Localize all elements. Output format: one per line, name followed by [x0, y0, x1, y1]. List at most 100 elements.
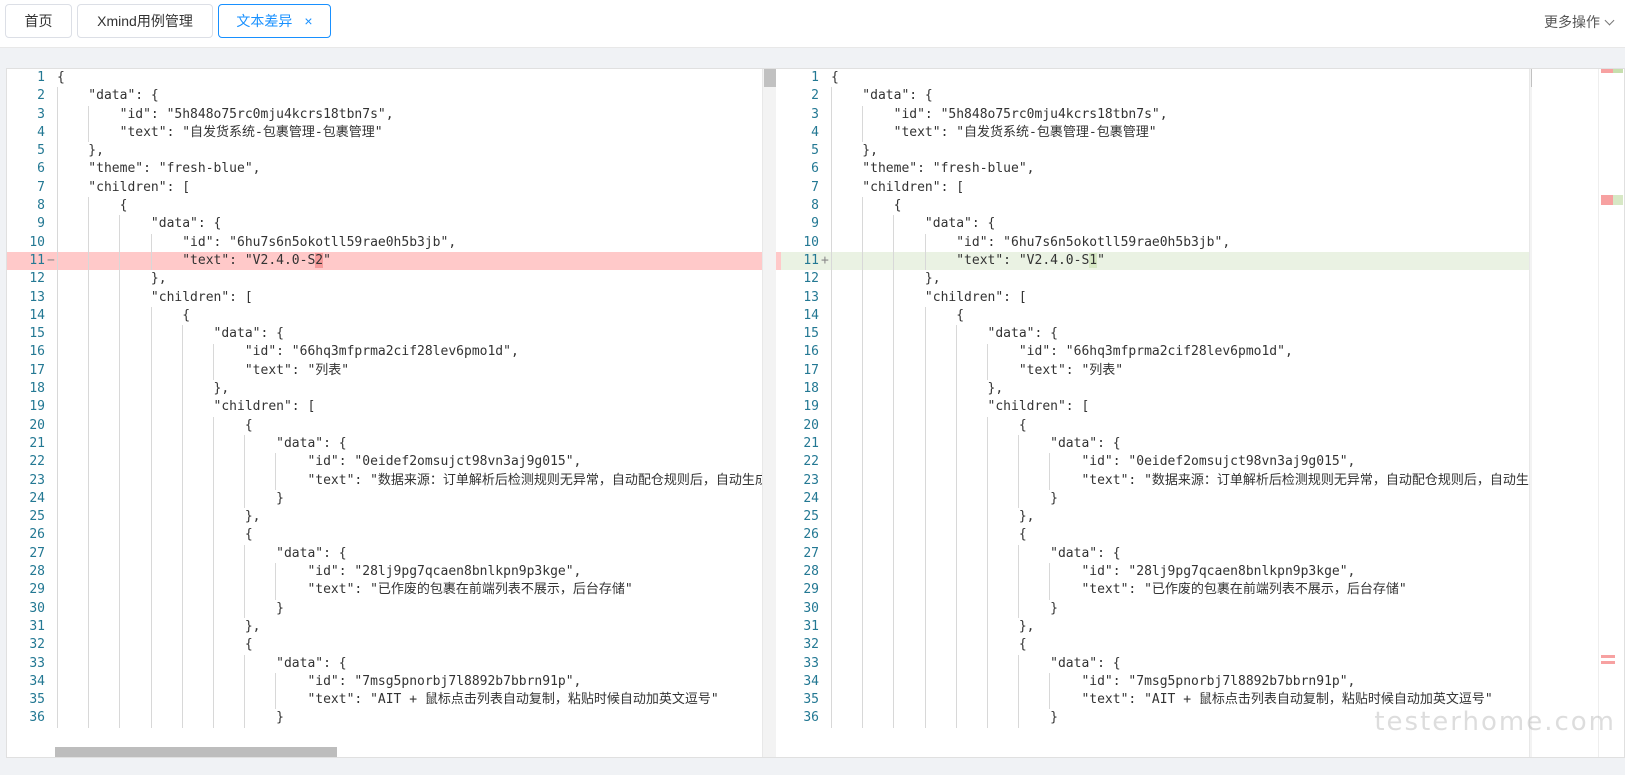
code-line[interactable]: 7 "children": [ [7, 179, 781, 197]
tab-text-diff[interactable]: 文本差异 × [218, 4, 331, 38]
code-line[interactable]: 27 "data": { [7, 545, 781, 563]
modified-code-lines: 1{2 "data": {3 "id": "5h848o75rc0mju4kcr… [781, 69, 1532, 728]
code-line[interactable]: 26 { [7, 526, 781, 544]
code-line[interactable]: 17 "text": "列表" [781, 362, 1532, 380]
code-line[interactable]: 20 { [781, 417, 1532, 435]
code-line[interactable]: 1{ [781, 69, 1532, 87]
code-text: { [57, 307, 191, 323]
code-line[interactable]: 31 }, [7, 618, 781, 636]
code-line[interactable]: 9 "data": { [7, 215, 781, 233]
code-line[interactable]: 15 "data": { [781, 325, 1532, 343]
code-line[interactable]: 22 "id": "0eidef2omsujct98vn3aj9g015", [781, 453, 1532, 471]
code-line[interactable]: 3 "id": "5h848o75rc0mju4kcrs18tbn7s", [781, 106, 1532, 124]
code-line[interactable]: 8 { [781, 197, 1532, 215]
code-line[interactable]: 3 "id": "5h848o75rc0mju4kcrs18tbn7s", [7, 106, 781, 124]
tab-xmind-case-management[interactable]: Xmind用例管理 [77, 4, 213, 38]
code-line[interactable]: 16 "id": "66hq3mfprma2cif28lev6pmo1d", [7, 343, 781, 361]
code-line[interactable]: 19 "children": [ [781, 398, 1532, 416]
code-line[interactable]: 5 }, [7, 142, 781, 160]
code-line[interactable]: 19 "children": [ [7, 398, 781, 416]
code-text: "text": "数据来源：订单解析后检测规则无异常，自动配仓规则后，自动生成 [57, 472, 768, 488]
code-line[interactable]: 4 "text": "自发货系统-包裹管理-包裹管理" [7, 124, 781, 142]
code-line[interactable]: 10 "id": "6hu7s6n5okotll59rae0h5b3jb", [7, 234, 781, 252]
line-number: 23 [29, 472, 45, 488]
code-line[interactable]: 5 }, [781, 142, 1532, 160]
code-line[interactable]: 35 "text": "AIT + 鼠标点击列表自动复制，粘贴时候自动加英文逗号… [7, 691, 781, 709]
code-line[interactable]: 6 "theme": "fresh-blue", [7, 160, 781, 178]
code-line[interactable]: 33 "data": { [781, 655, 1532, 673]
original-pane[interactable]: 1{2 "data": {3 "id": "5h848o75rc0mju4kcr… [7, 69, 781, 757]
more-actions-dropdown[interactable]: 更多操作 [1544, 12, 1615, 32]
code-line[interactable]: 23 "text": "数据来源：订单解析后检测规则无异常，自动配仓规则后，自动… [781, 472, 1532, 490]
code-line[interactable]: 24 } [7, 490, 781, 508]
code-line[interactable]: 32 { [781, 636, 1532, 654]
code-line[interactable]: 2 "data": { [7, 87, 781, 105]
code-line[interactable]: 28 "id": "28lj9pg7qcaen8bnlkpn9p3kge", [7, 563, 781, 581]
diff-overview-ruler[interactable] [1598, 69, 1624, 757]
vertical-scrollbar[interactable] [1529, 69, 1532, 757]
code-line[interactable]: 13 "children": [ [7, 289, 781, 307]
code-line[interactable]: 1{ [7, 69, 781, 87]
code-line[interactable]: 18 }, [7, 380, 781, 398]
horizontal-scrollbar[interactable] [55, 747, 767, 757]
code-line[interactable]: 35 "text": "AIT + 鼠标点击列表自动复制，粘贴时候自动加英文逗号… [781, 691, 1532, 709]
code-line[interactable]: 21 "data": { [7, 435, 781, 453]
code-line[interactable]: 26 { [781, 526, 1532, 544]
code-line[interactable]: 30 } [781, 600, 1532, 618]
code-line[interactable]: 6 "theme": "fresh-blue", [781, 160, 1532, 178]
code-line[interactable]: 36 } [7, 709, 781, 727]
line-number: 28 [29, 564, 45, 580]
vertical-scroll-thumb[interactable] [1531, 69, 1532, 87]
vertical-scrollbar[interactable] [762, 69, 776, 757]
code-line[interactable]: 16 "id": "66hq3mfprma2cif28lev6pmo1d", [781, 343, 1532, 361]
code-line[interactable]: 25 }, [7, 508, 781, 526]
indent-guide [244, 654, 246, 728]
indent-guide [88, 197, 90, 728]
code-line[interactable]: 28 "id": "28lj9pg7qcaen8bnlkpn9p3kge", [781, 563, 1532, 581]
deleted-line[interactable]: 11− "text": "V2.4.0-S2" [7, 251, 781, 271]
code-line[interactable]: 14 { [7, 307, 781, 325]
modified-pane[interactable]: 1{2 "data": {3 "id": "5h848o75rc0mju4kcr… [781, 69, 1532, 757]
vertical-scroll-thumb[interactable] [764, 69, 776, 87]
code-line[interactable]: 18 }, [781, 380, 1532, 398]
code-text: { [57, 417, 253, 433]
code-line[interactable]: 34 "id": "7msg5pnorbj7l8892b7bbrn91p", [7, 673, 781, 691]
code-line[interactable]: 7 "children": [ [781, 179, 1532, 197]
code-line[interactable]: 24 } [781, 490, 1532, 508]
code-line[interactable]: 29 "text": "已作废的包裹在前端列表不展示，后台存储" [781, 581, 1532, 599]
code-line[interactable]: 22 "id": "0eidef2omsujct98vn3aj9g015", [7, 453, 781, 471]
code-line[interactable]: 29 "text": "已作废的包裹在前端列表不展示，后台存储" [7, 581, 781, 599]
code-line[interactable]: 8 { [7, 197, 781, 215]
code-line[interactable]: 14 { [781, 307, 1532, 325]
code-line[interactable]: 9 "data": { [781, 215, 1532, 233]
line-number: 4 [37, 124, 45, 140]
code-line[interactable]: 34 "id": "7msg5pnorbj7l8892b7bbrn91p", [781, 673, 1532, 691]
code-line[interactable]: 36 } [781, 709, 1532, 727]
added-line[interactable]: 11+ "text": "V2.4.0-S1" [781, 251, 1532, 271]
tab-home[interactable]: 首页 [5, 4, 72, 38]
horizontal-scroll-thumb[interactable] [55, 747, 337, 757]
code-line[interactable]: 21 "data": { [781, 435, 1532, 453]
code-line[interactable]: 32 { [7, 636, 781, 654]
close-icon[interactable]: × [304, 13, 313, 29]
code-line[interactable]: 4 "text": "自发货系统-包裹管理-包裹管理" [781, 124, 1532, 142]
code-line[interactable]: 13 "children": [ [781, 289, 1532, 307]
code-line[interactable]: 2 "data": { [781, 87, 1532, 105]
code-line[interactable]: 12 }, [7, 270, 781, 288]
code-line[interactable]: 17 "text": "列表" [7, 362, 781, 380]
code-line[interactable]: 23 "text": "数据来源：订单解析后检测规则无异常，自动配仓规则后，自动… [7, 472, 781, 490]
code-line[interactable]: 25 }, [781, 508, 1532, 526]
line-number: 16 [803, 344, 819, 360]
line-number: 36 [803, 710, 819, 726]
code-line[interactable]: 27 "data": { [781, 545, 1532, 563]
code-line[interactable]: 10 "id": "6hu7s6n5okotll59rae0h5b3jb", [781, 234, 1532, 252]
line-number: 6 [811, 161, 819, 177]
code-line[interactable]: 33 "data": { [7, 655, 781, 673]
code-line[interactable]: 31 }, [781, 618, 1532, 636]
indent-guide [1049, 563, 1051, 600]
code-line[interactable]: 12 }, [781, 270, 1532, 288]
code-line[interactable]: 30 } [7, 600, 781, 618]
code-line[interactable]: 20 { [7, 417, 781, 435]
code-line[interactable]: 15 "data": { [7, 325, 781, 343]
code-text: { [57, 70, 65, 85]
